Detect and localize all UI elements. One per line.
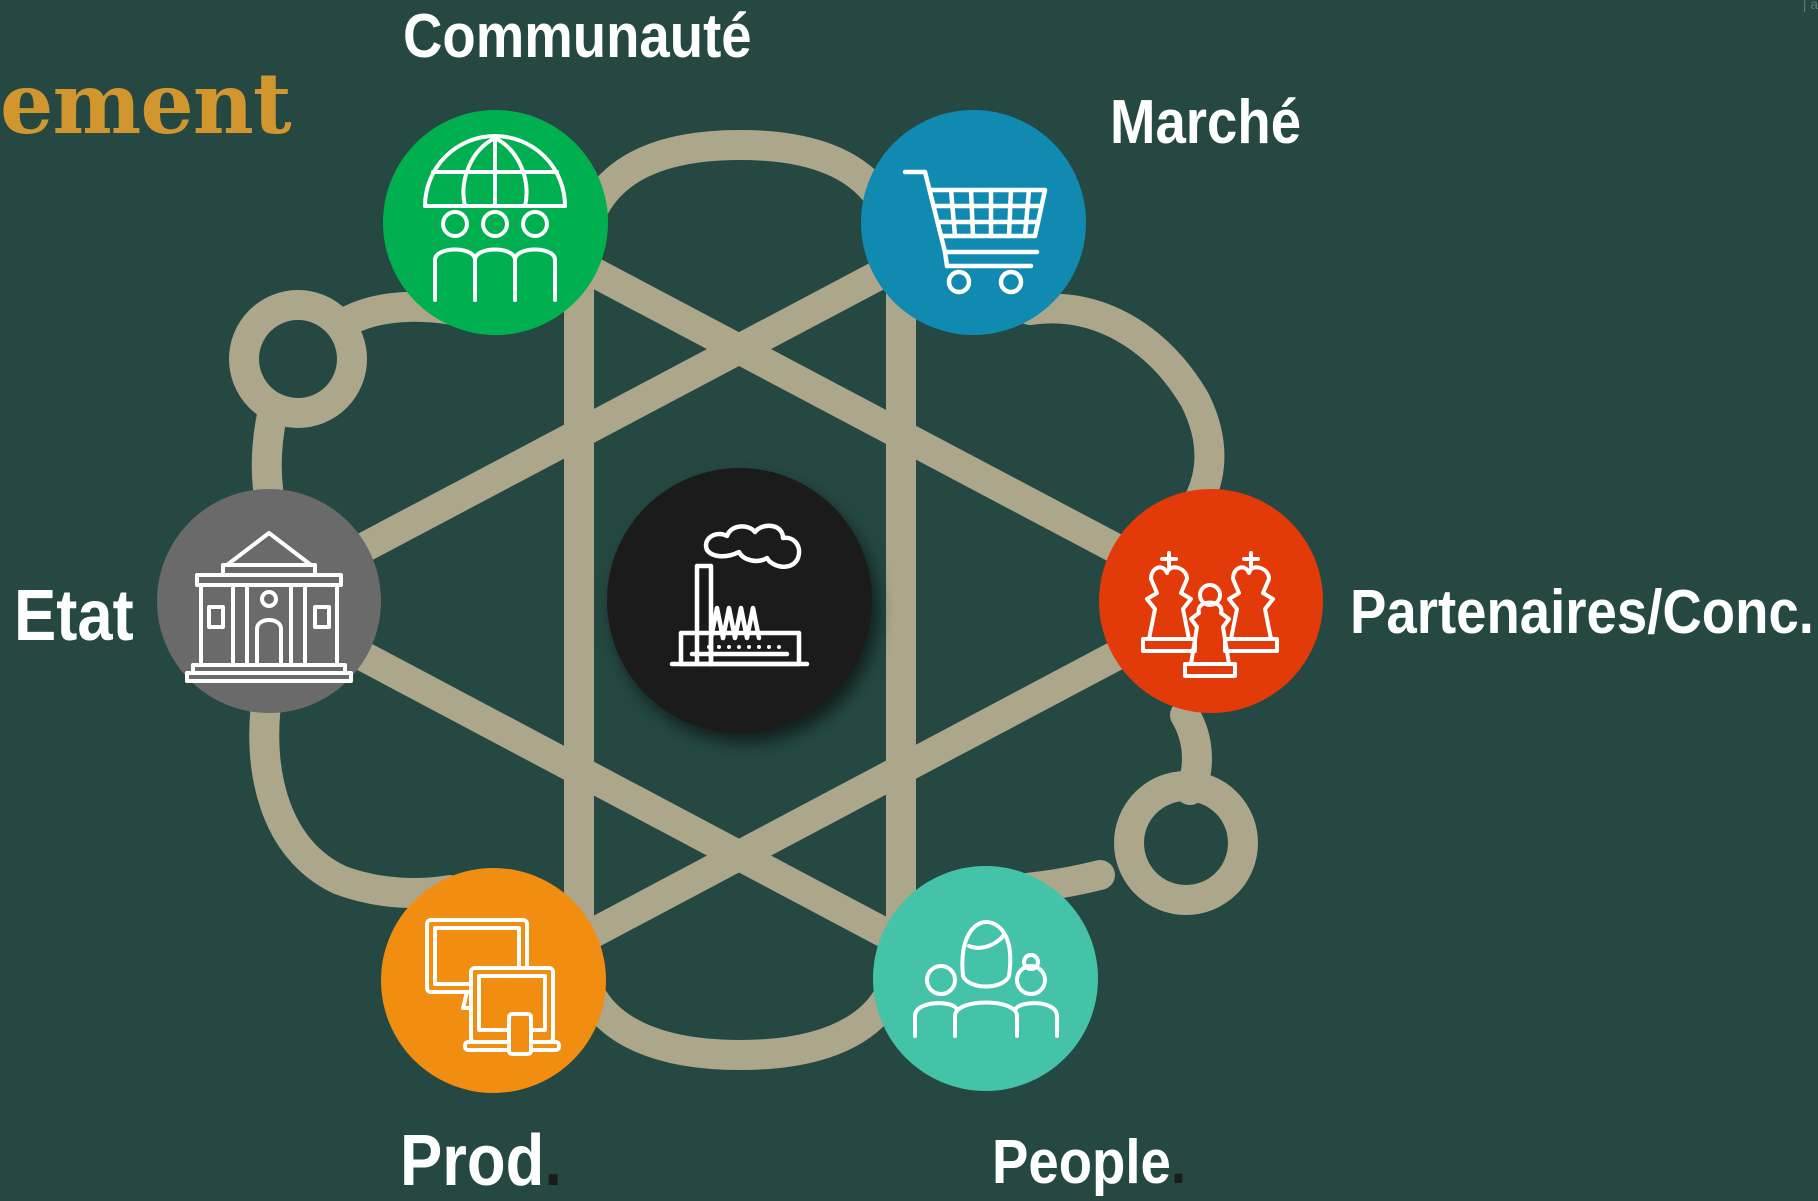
arch-left-lower: [249, 675, 465, 908]
label-etat-text: Etat: [14, 576, 134, 656]
people-group-icon: [913, 920, 1059, 1038]
label-people-suffix: .: [1170, 1128, 1187, 1197]
arch-top: [564, 130, 916, 290]
arch-right-upper: [1015, 293, 1225, 530]
center-factory-node: [607, 468, 872, 733]
corner-page-mark: | a: [1802, 0, 1818, 12]
label-marche-text: Marché: [1110, 88, 1302, 157]
government-building-icon: [185, 531, 353, 683]
label-marche: Marché: [1110, 92, 1301, 154]
label-etat: Etat: [14, 580, 134, 652]
node-marche: [861, 110, 1086, 335]
factory-icon: [669, 523, 810, 667]
node-people: [873, 866, 1098, 1091]
label-communaute-text: Communauté: [403, 2, 752, 71]
label-partenaires: Partenaires/Conc.: [1350, 582, 1814, 644]
node-communaute: [383, 110, 608, 335]
label-prod-text: Prod: [400, 1121, 545, 1201]
node-prod: [381, 868, 606, 1093]
label-prod: Prod.: [400, 1125, 562, 1197]
connector-rings: [229, 290, 1258, 915]
shopping-cart-icon: [902, 169, 1048, 295]
label-partenaires-text: Partenaires/Conc.: [1350, 578, 1814, 647]
label-people: People.: [992, 1132, 1186, 1194]
label-communaute: Communauté: [403, 6, 752, 68]
global-community-icon: [423, 134, 567, 302]
arch-bottom: [564, 930, 916, 1070]
ring-right: [1114, 771, 1258, 915]
devices-icon: [425, 918, 561, 1056]
node-partenaires: [1099, 489, 1323, 713]
ring-left: [229, 290, 367, 428]
label-people-text: People: [992, 1128, 1171, 1197]
slide-title: ement: [0, 54, 292, 153]
chess-pieces-icon: [1141, 551, 1279, 678]
node-etat: [157, 489, 381, 713]
label-prod-suffix: .: [544, 1121, 562, 1201]
